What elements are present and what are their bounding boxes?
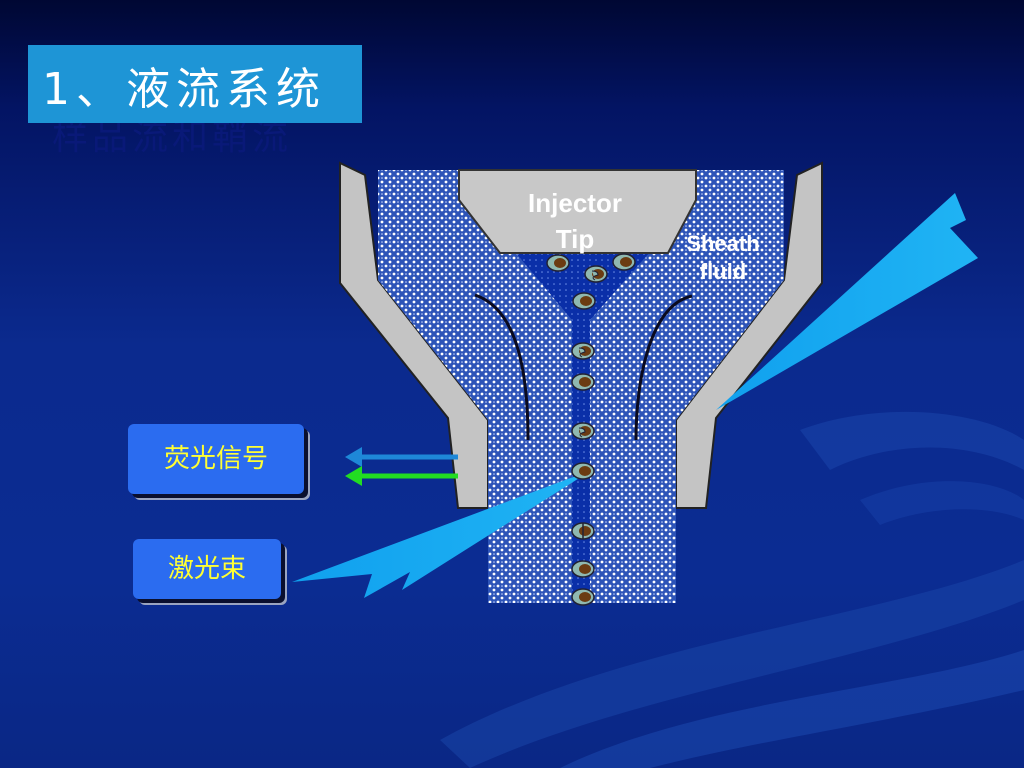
sheath-fluid-label: Sheath fluid — [668, 230, 778, 286]
cell-6 — [571, 373, 595, 391]
injector-tip-label: Injector Tip — [505, 185, 645, 257]
laser-beam-label: 激光束 — [133, 539, 281, 599]
cell-1 — [546, 254, 570, 272]
cell-11 — [571, 588, 595, 606]
fluorescence-arrow-blue — [345, 447, 458, 467]
cell-10 — [571, 560, 595, 578]
laser-beam-exit — [292, 470, 592, 598]
cell-7 — [571, 422, 595, 440]
injector-label-line2: Tip — [555, 224, 595, 254]
flow-curve-right — [634, 294, 693, 441]
cells-layer — [546, 253, 636, 606]
sheath-label-line2: fluid — [699, 259, 747, 284]
flow-curve-left — [474, 293, 530, 441]
cell-4 — [572, 292, 596, 310]
laser-beam-incoming — [716, 193, 978, 410]
injector-tip — [458, 169, 697, 254]
cell-9 — [571, 522, 595, 540]
title-shadow-text: 样品流和鞘流 — [52, 117, 293, 158]
cell-2 — [584, 265, 608, 283]
cell-3 — [612, 253, 636, 271]
injector-label-line1: Injector — [528, 188, 622, 218]
sheath-label-line1: Sheath — [686, 231, 760, 256]
cell-8 — [571, 462, 595, 480]
fluorescence-signal-label: 荧光信号 — [128, 424, 304, 494]
fluorescence-arrow-green — [345, 466, 458, 486]
cell-5 — [571, 342, 595, 360]
slide-title: 1、液流系统 — [28, 45, 362, 123]
